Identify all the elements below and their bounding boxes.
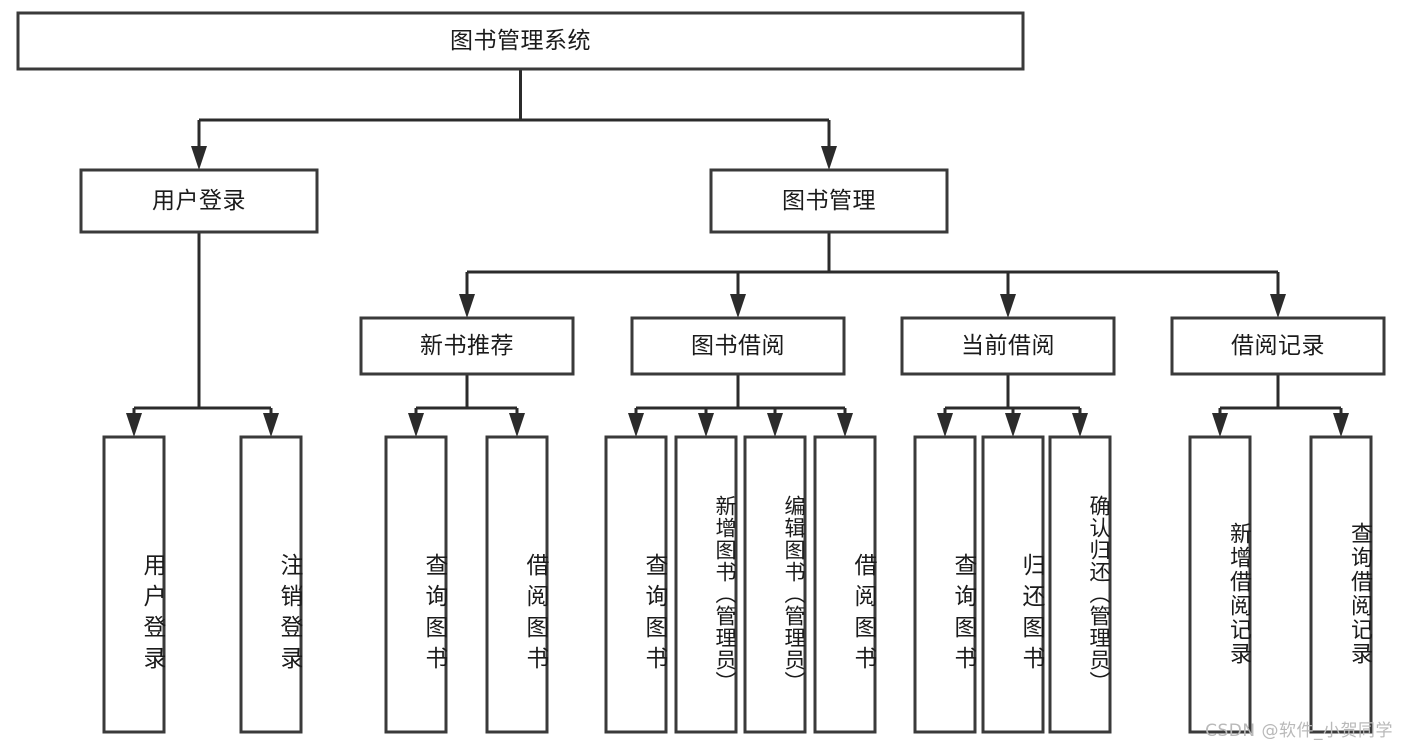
node-box-leaf-user-login[interactable]	[102, 435, 166, 734]
edge-layer	[126, 69, 1349, 437]
node-box-leaf-edit-book[interactable]	[743, 435, 807, 734]
node-box-leaf-user-logout[interactable]	[239, 435, 303, 734]
arrow-head-icon	[459, 294, 475, 318]
node-box-user-login[interactable]	[79, 168, 319, 234]
arrow-head-icon	[698, 413, 714, 437]
arrow-head-icon	[937, 413, 953, 437]
arrow-head-icon	[408, 413, 424, 437]
arrow-head-icon	[263, 413, 279, 437]
arrow-head-icon	[821, 146, 837, 170]
node-box-leaf-query-borrow-record[interactable]	[1309, 435, 1373, 734]
arrow-head-icon	[126, 413, 142, 437]
arrow-head-icon	[1212, 413, 1228, 437]
node-box-leaf-add-borrow-record[interactable]	[1188, 435, 1252, 734]
node-box-root[interactable]	[16, 11, 1025, 71]
arrow-head-icon	[509, 413, 525, 437]
arrow-head-icon	[837, 413, 853, 437]
node-box-leaf-borrow-book[interactable]	[813, 435, 877, 734]
node-box-leaf-query-book-borrow[interactable]	[604, 435, 668, 734]
arrow-head-icon	[767, 413, 783, 437]
node-box-leaf-confirm-return[interactable]	[1048, 435, 1112, 734]
node-box-leaf-add-book[interactable]	[674, 435, 738, 734]
arrow-head-icon	[1333, 413, 1349, 437]
arrow-head-icon	[1005, 413, 1021, 437]
arrow-head-icon	[1072, 413, 1088, 437]
node-box-borrow-record[interactable]	[1170, 316, 1386, 376]
arrow-head-icon	[1000, 294, 1016, 318]
node-box-current-borrow[interactable]	[900, 316, 1116, 376]
arrow-head-icon	[730, 294, 746, 318]
node-box-new-book-recommend[interactable]	[359, 316, 575, 376]
node-box-book-borrow[interactable]	[630, 316, 846, 376]
node-box-book-management[interactable]	[709, 168, 949, 234]
node-box-leaf-borrow-book-recommend[interactable]	[485, 435, 549, 734]
arrow-head-icon	[1270, 294, 1286, 318]
node-box-leaf-query-book-recommend[interactable]	[384, 435, 448, 734]
node-box-leaf-return-book[interactable]	[981, 435, 1045, 734]
arrow-head-icon	[628, 413, 644, 437]
node-box-layer	[16, 11, 1386, 734]
arrow-head-icon	[191, 146, 207, 170]
node-box-leaf-query-book-current[interactable]	[913, 435, 977, 734]
